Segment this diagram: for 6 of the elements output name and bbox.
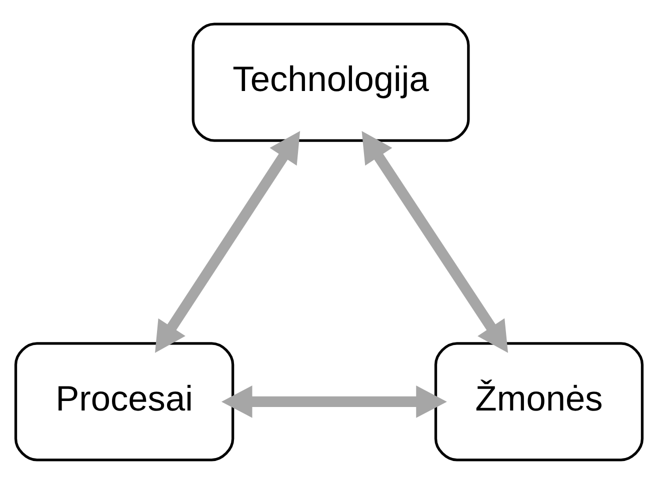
node-box: Žmonės	[434, 342, 644, 461]
node-box: Technologija	[192, 22, 470, 142]
arrow	[155, 130, 300, 352]
arrow	[362, 130, 508, 352]
node-box: Procesai	[14, 342, 234, 461]
arrow	[221, 385, 447, 418]
